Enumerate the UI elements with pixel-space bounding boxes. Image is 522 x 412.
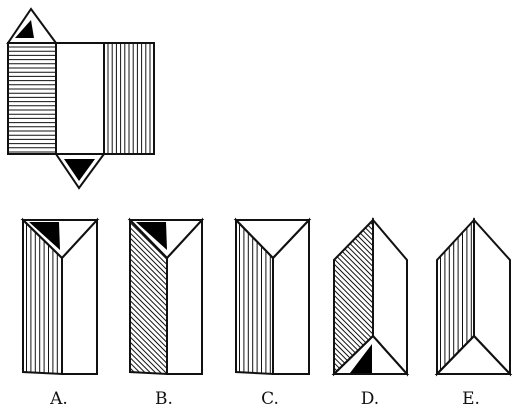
option-label: C. — [261, 389, 279, 409]
net-bottom-black-triangle — [64, 159, 95, 181]
option-label: A. — [49, 389, 68, 409]
prism-top-cap — [20, 219, 100, 260]
prism-front-face — [372, 217, 408, 377]
option-label: B. — [155, 389, 173, 409]
net-top-black-triangle — [15, 20, 34, 38]
prism-top-cap — [127, 219, 205, 260]
option-c[interactable]: C. — [233, 215, 312, 409]
diagonal-stripe-face — [334, 220, 373, 374]
net-face-vertical-stripes — [107, 43, 151, 154]
diagonal-stripe-face — [130, 220, 167, 374]
option-b[interactable]: B. — [0, 217, 485, 409]
black-triangle — [136, 222, 167, 250]
option-label: D. — [361, 389, 379, 409]
option-e[interactable]: E. — [434, 215, 513, 409]
option-d[interactable]: D. — [134, 217, 522, 409]
prism-side-face — [436, 217, 475, 377]
option-label: E. — [462, 389, 480, 409]
prism-front-face — [61, 217, 98, 375]
prism-side-face — [235, 217, 274, 376]
net-top-cap — [6, 7, 58, 44]
black-triangle — [29, 222, 60, 250]
prism-front-face — [473, 217, 511, 377]
answer-options: A. B. C. D. E. — [0, 215, 522, 409]
black-triangle — [350, 344, 372, 373]
prism-front-face — [166, 217, 203, 375]
prism-front-face — [272, 217, 310, 375]
prism-bottom-cap — [434, 334, 513, 375]
option-a[interactable]: A. — [20, 215, 100, 409]
net-bottom-cap — [54, 153, 106, 190]
prism-bottom-cap — [331, 334, 410, 375]
net-face-horizontal-stripes — [8, 46, 56, 153]
prism-net — [6, 7, 155, 190]
prism-top-cap — [233, 219, 312, 260]
